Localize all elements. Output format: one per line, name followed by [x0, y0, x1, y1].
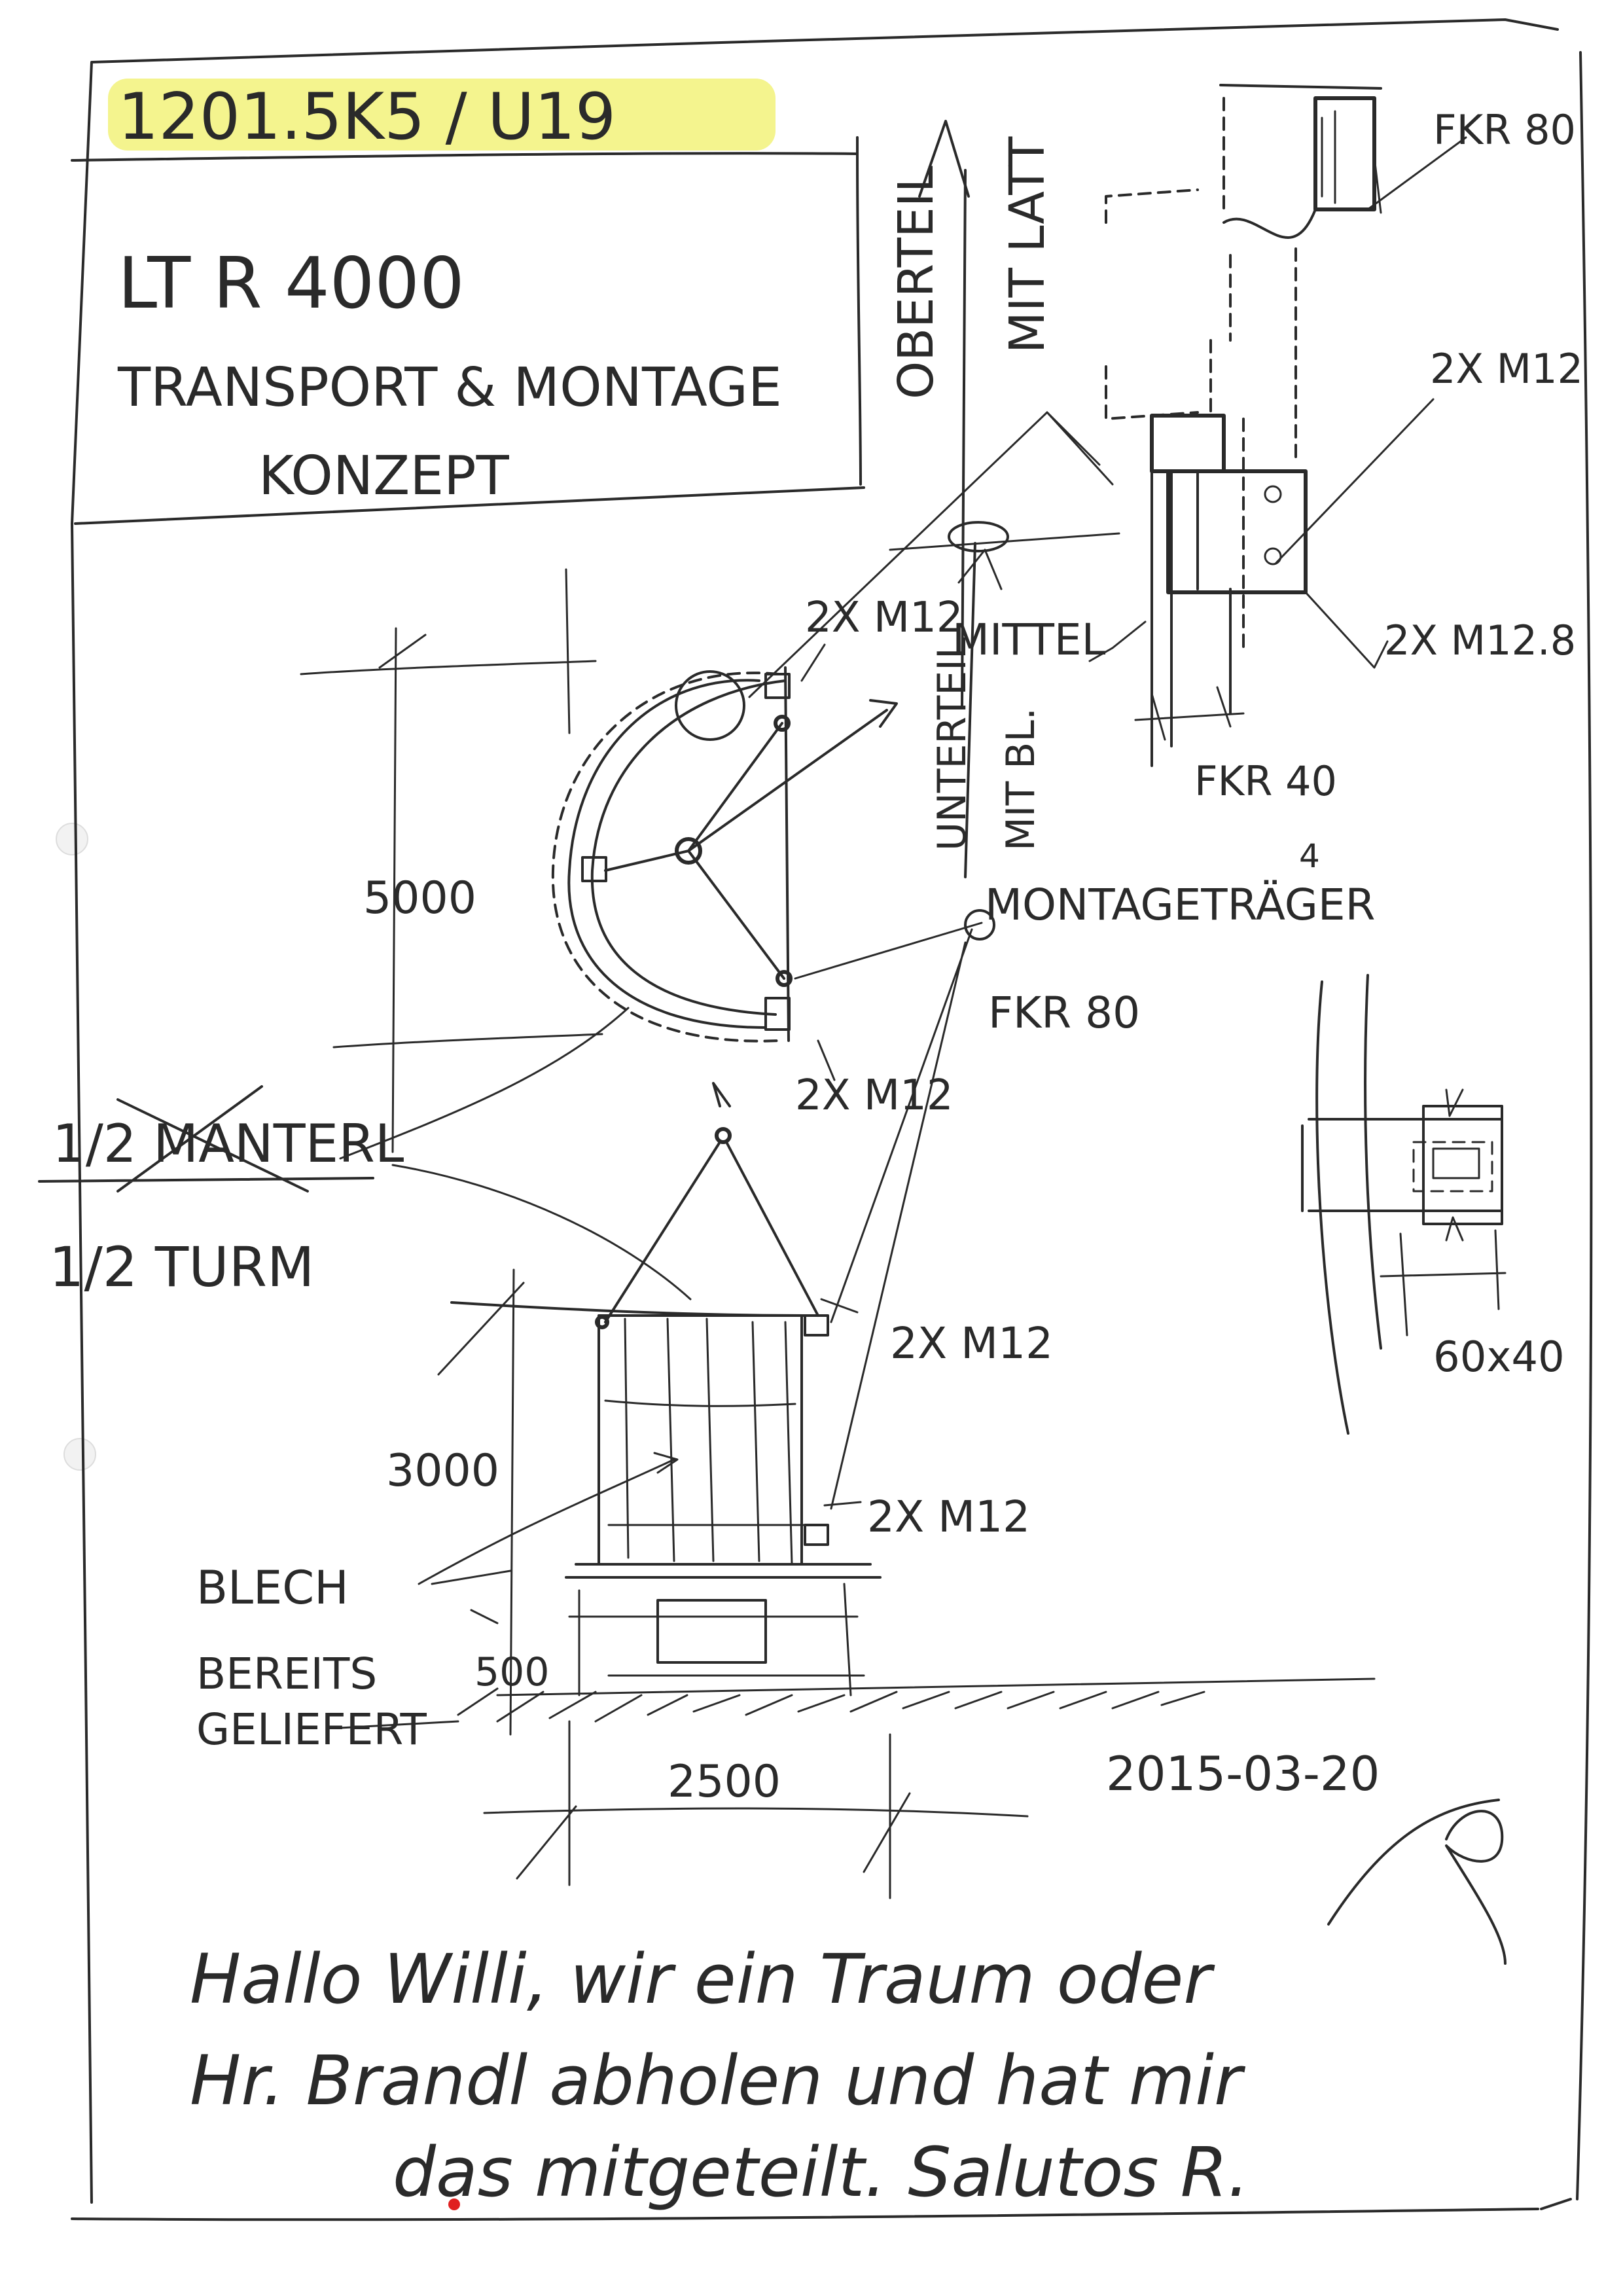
footer-date: 2015-03-20 [1106, 1746, 1380, 1801]
detail-fkr-bottom-label: FKR 40 [1194, 757, 1337, 805]
half-leader-lines [339, 1007, 692, 1300]
mid-label-mittel: MITTEL [952, 615, 1106, 665]
geliefert-strike [339, 1720, 459, 1729]
footer-note-line1: Hallo Willi, wir ein Traum oder [190, 1939, 1215, 2019]
plan-2x-m12-bottom-label: 2X M12 [795, 1071, 954, 1120]
plan-view-half-ring [300, 568, 995, 1153]
doc-ref-highlight [108, 79, 776, 151]
elevation-view [418, 928, 1376, 1899]
detail-top-right [748, 84, 1467, 767]
plan-dim-5000: 5000 [363, 872, 476, 924]
punch-hole-top [56, 823, 88, 855]
elev-blech-label: BLECH [196, 1561, 349, 1615]
mid-label-mit-bl: MIT BL. [998, 708, 1044, 851]
mid-lift-arrow [957, 542, 1147, 878]
mid-label-unterteil: UNTERTEIL [929, 637, 975, 851]
top-arrow-label-right: MIT LATT [999, 136, 1056, 353]
plan-2x-m12-top-label: 2X M12 [805, 594, 963, 642]
elev-dim-2500: 2500 [668, 1756, 781, 1808]
top-lift-arrow [889, 120, 1120, 708]
elev-dim-3000: 3000 [386, 1445, 499, 1497]
title-block-frame [71, 136, 865, 525]
half-label-struck: 1/2 MANTERL [52, 1113, 404, 1174]
plan-montagetraeger-label: MONTAGETRÄGER [985, 880, 1375, 930]
elev-geliefert-label: GELIEFERT [196, 1704, 427, 1755]
elev-bereits-label: BEREITS [196, 1649, 377, 1699]
top-arrow-label-left: OBERTEIL [888, 166, 944, 399]
elev-dim-500: 500 [474, 1649, 550, 1695]
title-text: LT R 4000 [118, 243, 465, 325]
detail-fkr-top-label: FKR 80 [1433, 106, 1576, 154]
elev-2x-m12-bottom-label: 2X M12 [867, 1492, 1030, 1542]
page-frame [71, 18, 1593, 2221]
elev-2x-m12-top-label: 2X M12 [890, 1318, 1053, 1369]
section-detail-right [1301, 974, 1507, 1435]
half-label-current: 1/2 TURM [49, 1235, 315, 1299]
doc-ref-text: 1201.5K5 / U19 [118, 80, 616, 154]
subtitle-line2: KONZEPT [259, 445, 510, 507]
punch-hole-bottom [63, 1438, 96, 1471]
footer-note-line3: das mitgeteilt. Salutos R. [393, 2132, 1249, 2212]
plan-montagetraeger-count: 4 [1299, 837, 1320, 875]
subtitle-line1: TRANSPORT & MONTAGE [117, 357, 782, 419]
footer-note-line2: Hr. Brandl abholen und hat mir [190, 2041, 1246, 2121]
section-detail-label: 60x40 [1433, 1333, 1565, 1382]
detail-2x-m12-8-label: 2X M12.8 [1384, 617, 1576, 664]
red-dot-mark [448, 2198, 460, 2210]
detail-2x-m12-label: 2X M12 [1430, 345, 1583, 393]
footer-date-flourish [1327, 1799, 1507, 1965]
half-label-strike-lines [38, 1085, 374, 1193]
plan-fkr80-label: FKR 80 [988, 988, 1140, 1038]
